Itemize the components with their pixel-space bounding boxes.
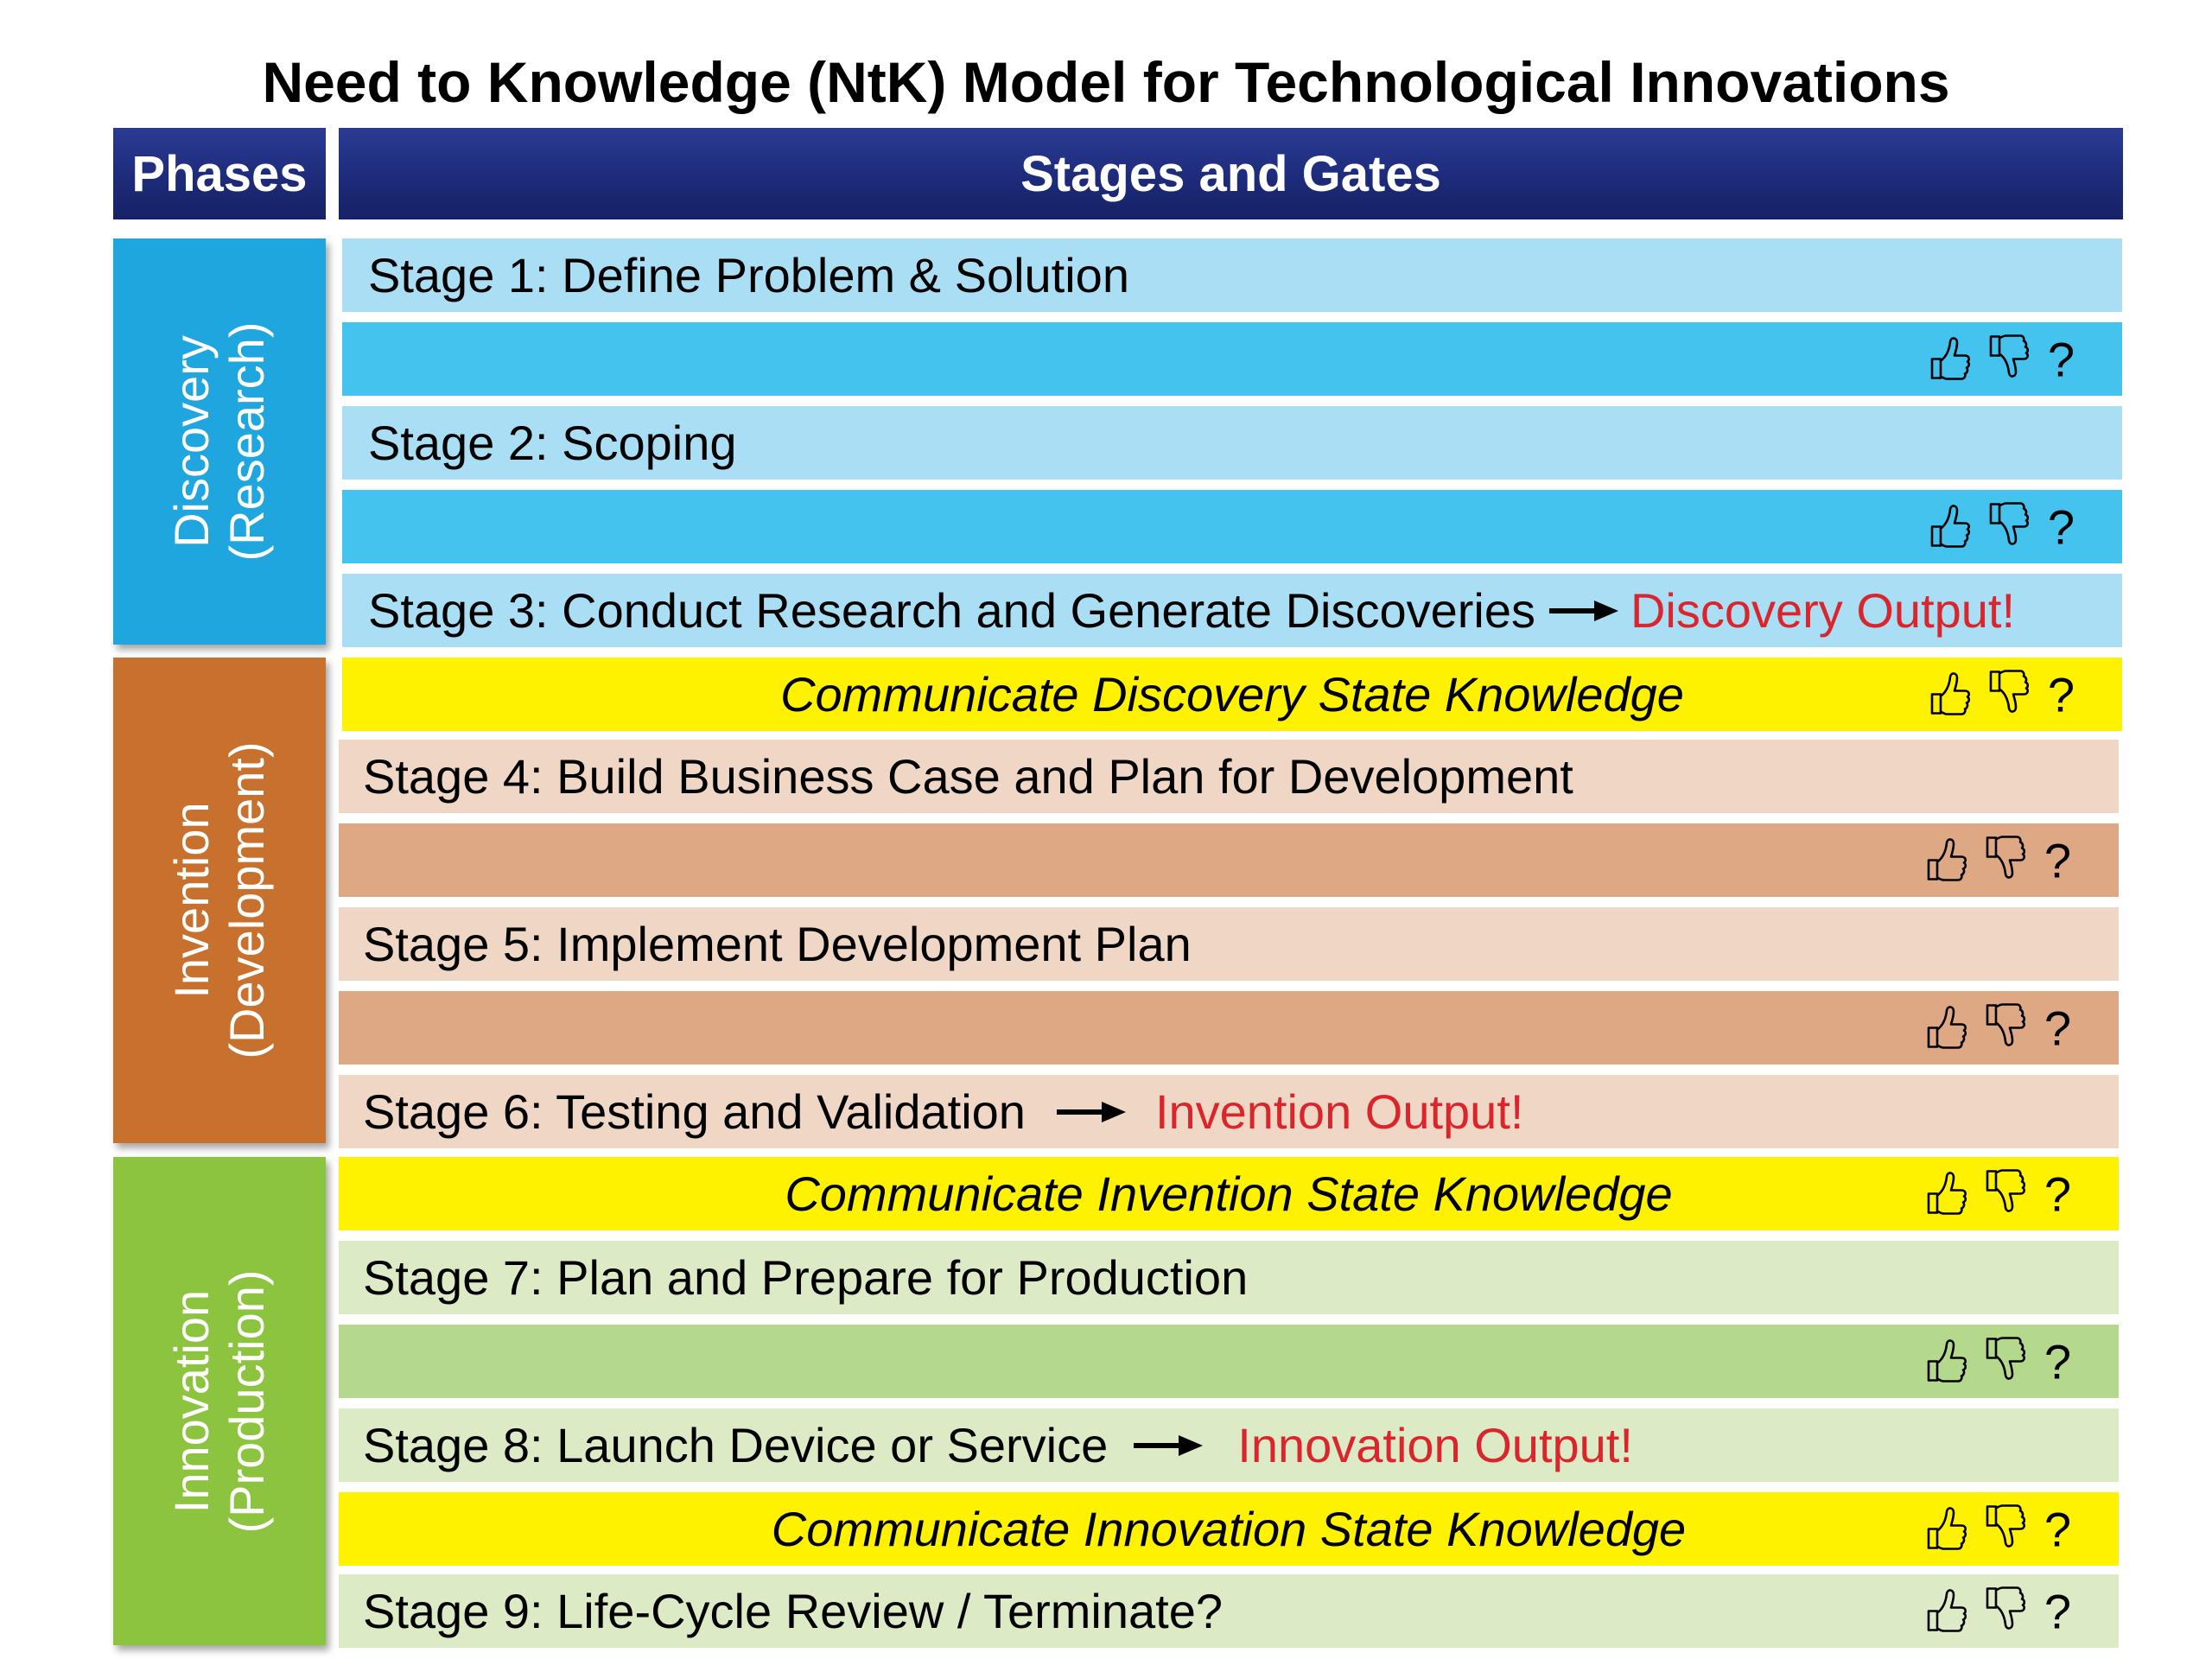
gate-indicator: ?	[1923, 1166, 2071, 1222]
thumbs-up-icon	[1927, 668, 1986, 721]
question-mark: ?	[2047, 499, 2075, 554]
communicate-discovery: Communicate Discovery State Knowledge	[780, 667, 1684, 721]
phases-header: Phases	[113, 128, 326, 219]
thumbs-up-icon	[1923, 1001, 1982, 1054]
gate-row-1: ?	[342, 322, 2122, 396]
gate-row-4: ?	[339, 823, 2119, 897]
arrow-icon	[1134, 1434, 1204, 1456]
gate-indicator: ?	[1923, 832, 2071, 888]
stage-label: Stage 1: Define Problem & Solution	[368, 248, 1129, 302]
gate-row-7: ?	[339, 1325, 2119, 1398]
thumbs-up-icon	[1923, 1503, 1982, 1555]
stage-8-row: Stage 8: Launch Device or Service Innova…	[339, 1408, 2119, 1482]
thumbs-down-icon	[1982, 1585, 2041, 1637]
discovery-output: Discovery Output!	[1630, 583, 2016, 638]
phase-innovation-label: Innovation(Production)	[164, 1268, 274, 1534]
stage-label: Stage 7: Plan and Prepare for Production	[363, 1250, 1249, 1305]
stage-7-row: Stage 7: Plan and Prepare for Production	[339, 1241, 2119, 1314]
thumbs-down-icon	[1982, 1001, 2041, 1054]
thumbs-up-icon	[1923, 1585, 1982, 1637]
gate-indicator: ?	[1927, 331, 2075, 387]
question-mark: ?	[2047, 667, 2075, 721]
stage-9-row: Stage 9: Life-Cycle Review / Terminate? …	[339, 1574, 2119, 1648]
arrow-icon	[1548, 600, 1618, 621]
communicate-innovation: Communicate Innovation State Knowledge	[771, 1502, 1687, 1556]
stage-2-row: Stage 2: Scoping	[342, 406, 2122, 480]
gate-indicator: ?	[1923, 1333, 2071, 1389]
phase-discovery-label: Discovery(Research)	[164, 321, 274, 562]
communicate-invention-row: Communicate Invention State Knowledge ?	[339, 1157, 2119, 1230]
thumbs-up-icon	[1923, 834, 1982, 887]
gate-indicator: ?	[1923, 1583, 2071, 1639]
question-mark: ?	[2047, 332, 2075, 386]
thumbs-up-icon	[1923, 1335, 1982, 1388]
thumbs-down-icon	[1982, 1503, 2041, 1555]
question-mark: ?	[2044, 1001, 2071, 1055]
stage-4-row: Stage 4: Build Business Case and Plan fo…	[339, 740, 2119, 813]
thumbs-down-icon	[1982, 834, 2041, 887]
question-mark: ?	[2044, 1166, 2071, 1221]
gate-row-2: ?	[342, 490, 2122, 563]
stage-label: Stage 3: Conduct Research and Generate D…	[368, 583, 1535, 638]
phase-innovation: Innovation(Production)	[113, 1157, 326, 1645]
gate-indicator: ?	[1923, 1000, 2071, 1056]
thumbs-up-icon	[1927, 333, 1986, 385]
thumbs-up-icon	[1923, 1167, 1982, 1220]
thumbs-up-icon	[1927, 500, 1986, 553]
thumbs-down-icon	[1986, 668, 2044, 721]
stage-label: Stage 8: Launch Device or Service	[363, 1418, 1109, 1472]
question-mark: ?	[2044, 1334, 2071, 1389]
communicate-invention: Communicate Invention State Knowledge	[785, 1166, 1673, 1221]
communicate-innovation-row: Communicate Innovation State Knowledge ?	[339, 1492, 2119, 1566]
stage-label: Stage 6: Testing and Validation	[363, 1084, 1026, 1139]
stage-1-row: Stage 1: Define Problem & Solution	[342, 238, 2122, 312]
stage-label: Stage 5: Implement Development Plan	[363, 917, 1192, 971]
thumbs-down-icon	[1986, 333, 2044, 385]
page-title: Need to Knowledge (NtK) Model for Techno…	[262, 50, 1950, 114]
stage-3-row: Stage 3: Conduct Research and Generate D…	[342, 574, 2122, 647]
stage-6-row: Stage 6: Testing and Validation Inventio…	[339, 1075, 2119, 1148]
question-mark: ?	[2044, 833, 2071, 887]
stage-label: Stage 4: Build Business Case and Plan fo…	[363, 749, 1573, 804]
stage-label: Stage 9: Life-Cycle Review / Terminate?	[363, 1584, 1223, 1638]
stage-5-row: Stage 5: Implement Development Plan	[339, 907, 2119, 981]
invention-output: Invention Output!	[1154, 1084, 1524, 1139]
gate-indicator: ?	[1923, 1501, 2071, 1557]
thumbs-down-icon	[1982, 1167, 2041, 1220]
arrow-icon	[1056, 1101, 1126, 1122]
question-mark: ?	[2044, 1502, 2071, 1556]
question-mark: ?	[2044, 1584, 2071, 1638]
gate-row-5: ?	[339, 991, 2119, 1065]
innovation-output: Innovation Output!	[1237, 1418, 1633, 1472]
communicate-discovery-row: Communicate Discovery State Knowledge ?	[342, 658, 2122, 731]
thumbs-down-icon	[1986, 500, 2044, 553]
phase-discovery: Discovery(Research)	[113, 238, 326, 645]
thumbs-down-icon	[1982, 1335, 2041, 1388]
phase-invention-label: Invention(Development)	[164, 741, 274, 1059]
stages-header: Stages and Gates	[339, 128, 2123, 219]
gate-indicator: ?	[1927, 499, 2075, 555]
phase-invention: Invention(Development)	[113, 658, 326, 1143]
gate-indicator: ?	[1927, 666, 2075, 722]
stage-label: Stage 2: Scoping	[368, 416, 737, 470]
